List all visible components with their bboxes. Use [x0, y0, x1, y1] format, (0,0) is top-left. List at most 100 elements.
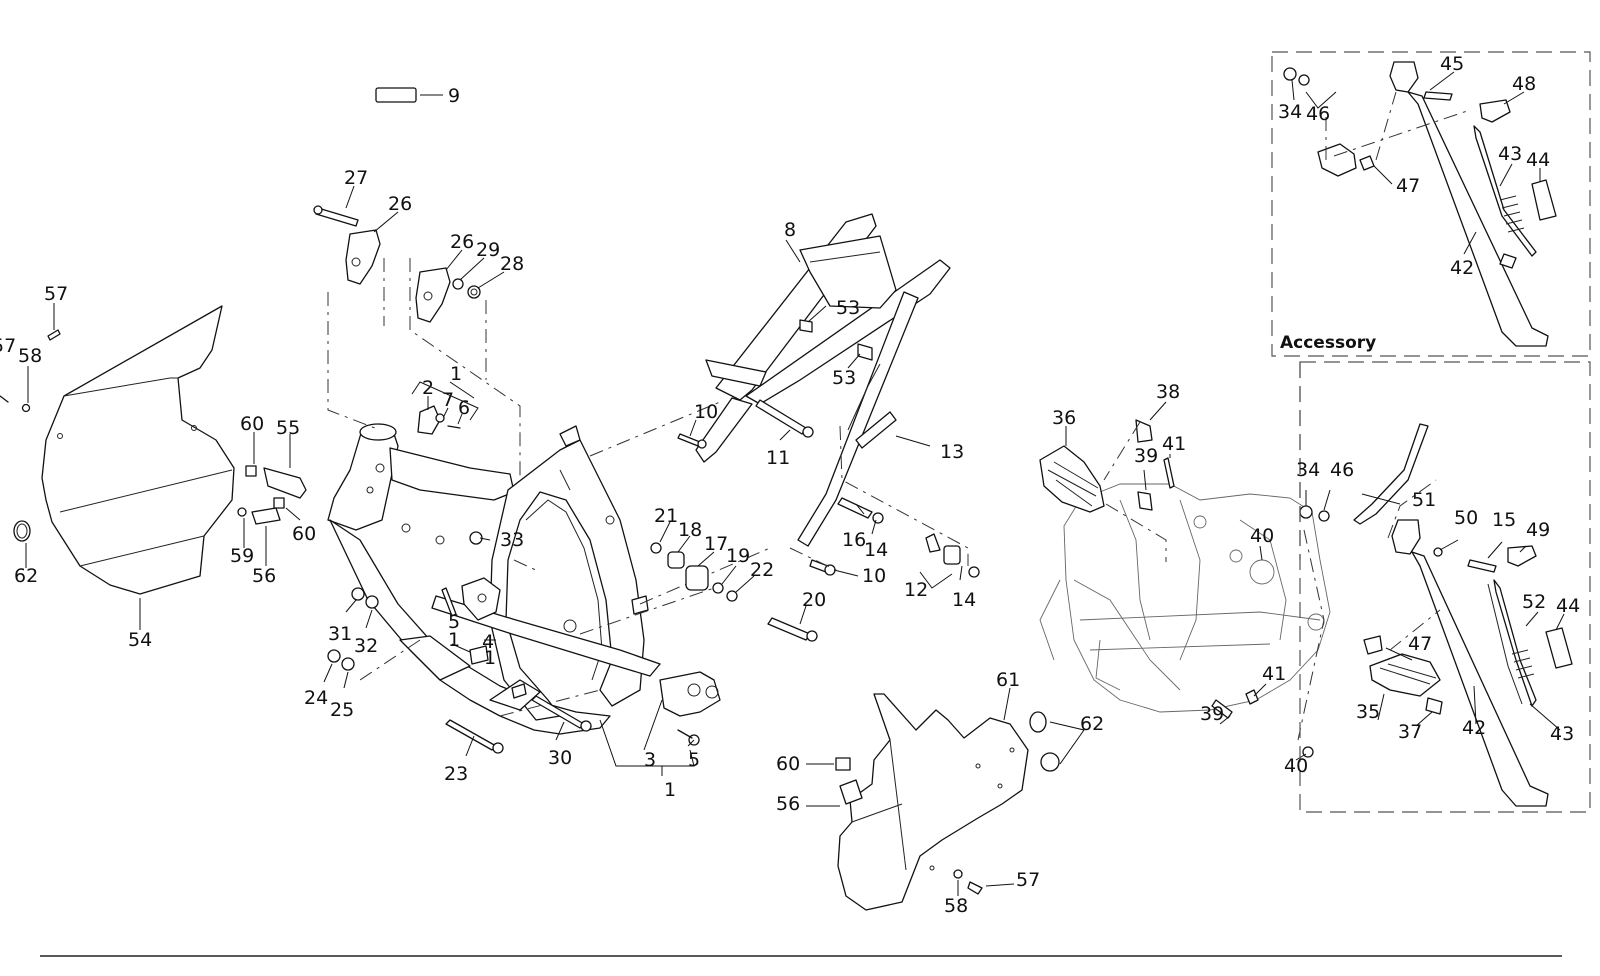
bracket-parts-55-60: [237, 432, 307, 566]
callout-5: 5: [448, 611, 460, 633]
callout-36: 36: [1052, 407, 1076, 429]
callout-18: 18: [678, 519, 702, 541]
callout-12: 12: [904, 579, 928, 601]
skid-plate-part-61: [837, 687, 1029, 911]
callout-3: 3: [644, 749, 656, 771]
number-plate-part-54: [41, 305, 235, 630]
callout-49: 49: [1526, 519, 1550, 541]
callout-41: 41: [1262, 663, 1286, 685]
callout-28: 28: [500, 253, 524, 275]
callout-39: 39: [1200, 703, 1224, 725]
callout-40: 40: [1250, 525, 1274, 547]
hardware-57-58-62-left: [0, 303, 61, 568]
callout-20: 20: [802, 589, 826, 611]
callout-14: 14: [952, 589, 976, 611]
callout-19: 19: [726, 545, 750, 567]
callout-27: 27: [344, 167, 368, 189]
callout-62: 62: [14, 565, 38, 587]
frame-hardware: [313, 185, 818, 757]
callout-26: 26: [450, 231, 474, 253]
callout-62: 62: [1080, 713, 1104, 735]
accessory-box: [1271, 51, 1591, 357]
callout-17: 17: [704, 533, 728, 555]
callout-44: 44: [1556, 595, 1580, 617]
callout-1: 1: [664, 779, 676, 801]
callout-61: 61: [996, 669, 1020, 691]
callout-44: 44: [1526, 149, 1550, 171]
callout-45: 45: [1440, 53, 1464, 75]
callout-60: 60: [240, 413, 264, 435]
spacer-parts-12-14: [919, 533, 980, 589]
callout-42: 42: [1462, 717, 1486, 739]
callout-10: 10: [694, 401, 718, 423]
callout-42: 42: [1450, 257, 1474, 279]
callout-38: 38: [1156, 381, 1180, 403]
callout-47: 47: [1408, 633, 1432, 655]
callout-30: 30: [548, 747, 572, 769]
engine-mount-parts-17-22: [650, 521, 755, 602]
callout-labels: 9 27 26 26 29 28 57 57 58 1 2 7 6 60 55 …: [0, 53, 1580, 917]
callout-6: 6: [458, 397, 470, 419]
subframe-part-8: [677, 213, 963, 581]
callout-48: 48: [1512, 73, 1536, 95]
assembly-lines-subframe: [789, 425, 969, 573]
callout-26: 26: [388, 193, 412, 215]
callout-1: 1: [450, 363, 462, 385]
callout-57: 57: [0, 335, 16, 357]
side-stand-parts-right: [1211, 423, 1573, 807]
callout-60: 60: [292, 523, 316, 545]
callout-22: 22: [750, 559, 774, 581]
callout-5: 5: [688, 749, 700, 771]
callout-9: 9: [448, 85, 460, 107]
decal-part-9: [375, 87, 443, 103]
callout-34: 34: [1296, 459, 1320, 481]
callout-43: 43: [1550, 723, 1574, 745]
callout-25: 25: [330, 699, 354, 721]
callout-7: 7: [442, 389, 454, 411]
callout-24: 24: [304, 687, 328, 709]
accessory-label: Accessory: [1280, 333, 1376, 353]
callout-58: 58: [18, 345, 42, 367]
callout-1: 1: [484, 647, 496, 669]
callout-13: 13: [940, 441, 964, 463]
callout-57: 57: [44, 283, 68, 305]
callout-41: 41: [1162, 433, 1186, 455]
callout-39: 39: [1134, 445, 1158, 467]
callout-21: 21: [654, 505, 678, 527]
frame-callout-brackets: [411, 381, 695, 776]
callout-10: 10: [862, 565, 886, 587]
callout-54: 54: [128, 629, 152, 651]
callout-16: 16: [842, 529, 866, 551]
footpeg-part-36: [1039, 401, 1175, 562]
callout-14: 14: [864, 539, 888, 561]
callout-43: 43: [1498, 143, 1522, 165]
callout-58: 58: [944, 895, 968, 917]
callout-31: 31: [328, 623, 352, 645]
callout-60: 60: [776, 753, 800, 775]
callout-51: 51: [1412, 489, 1436, 511]
callout-33: 33: [500, 529, 524, 551]
callout-53: 53: [832, 367, 856, 389]
callout-50: 50: [1454, 507, 1478, 529]
callout-57: 57: [1016, 869, 1040, 891]
callout-46: 46: [1330, 459, 1354, 481]
callout-1: 1: [448, 629, 460, 651]
callout-55: 55: [276, 417, 300, 439]
callout-29: 29: [476, 239, 500, 261]
callout-4: 4: [482, 631, 494, 653]
callout-47: 47: [1396, 175, 1420, 197]
engine-outline-right: [1039, 483, 1331, 713]
callout-40: 40: [1284, 755, 1308, 777]
callout-35: 35: [1356, 701, 1380, 723]
skid-plate-hardware: [806, 711, 1085, 896]
callout-2: 2: [422, 377, 434, 399]
callout-53: 53: [836, 297, 860, 319]
callout-46: 46: [1306, 103, 1330, 125]
callout-59: 59: [230, 545, 254, 567]
callout-23: 23: [444, 763, 468, 785]
main-frame-part-1: [327, 423, 721, 735]
callout-15: 15: [1492, 509, 1516, 531]
callout-37: 37: [1398, 721, 1422, 743]
standard-stand-box: [1299, 361, 1591, 813]
